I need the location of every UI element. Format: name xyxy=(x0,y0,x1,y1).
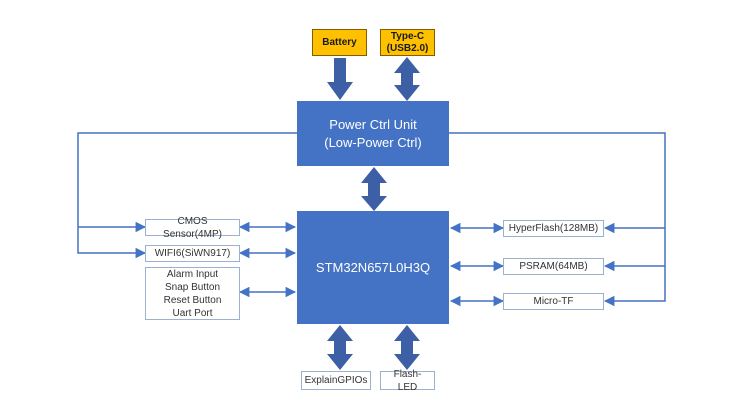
gpio-label: ExplainGPIOs xyxy=(304,375,368,386)
io-block: Alarm Input Snap Button Reset Button Uar… xyxy=(145,267,240,320)
gpio-block: ExplainGPIOs xyxy=(301,371,371,390)
microtf-label: Micro-TF xyxy=(533,296,574,307)
power-ctrl-subtitle: (Low-Power Ctrl) xyxy=(324,134,422,150)
battery-block: Battery xyxy=(312,29,367,56)
wifi-label: WIFI6(SiWN917) xyxy=(154,248,231,259)
typec-label: Type-C xyxy=(390,30,425,42)
mcu-data-links xyxy=(238,221,505,307)
battery-to-power-arrow xyxy=(327,58,353,100)
typec-power-arrow xyxy=(394,57,420,101)
mcu-label: STM32N657L0H3Q xyxy=(315,259,431,275)
power-bus-right xyxy=(449,132,666,307)
battery-label: Battery xyxy=(322,36,357,48)
flash-led-label: Flash-LED xyxy=(393,368,422,393)
io-item: Snap Button xyxy=(164,281,221,293)
typec-block: Type-C (USB2.0) xyxy=(380,29,435,56)
mcu-flashled-arrow xyxy=(394,325,420,370)
mcu-block: STM32N657L0H3Q xyxy=(297,211,449,324)
typec-sublabel: (USB2.0) xyxy=(386,42,429,54)
power-bus-left xyxy=(77,132,297,259)
io-item: Alarm Input xyxy=(166,268,219,280)
power-mcu-arrow xyxy=(361,167,387,211)
power-ctrl-unit: Power Ctrl Unit (Low-Power Ctrl) xyxy=(297,101,449,166)
cmos-sensor-label: CMOS Sensor(4MP) xyxy=(163,215,222,240)
wifi-block: WIFI6(SiWN917) xyxy=(145,245,240,262)
psram-block: PSRAM(64MB) xyxy=(503,258,604,275)
flash-led-block: Flash-LED xyxy=(380,369,435,393)
hyperflash-block: HyperFlash(128MB) xyxy=(503,220,604,237)
power-ctrl-title: Power Ctrl Unit xyxy=(329,116,417,132)
io-item: Reset Button xyxy=(163,294,222,306)
psram-label: PSRAM(64MB) xyxy=(519,261,588,272)
hyperflash-label: HyperFlash(128MB) xyxy=(508,223,599,234)
mcu-gpio-arrow xyxy=(327,325,353,370)
cmos-sensor-block: CMOS Sensor(4MP) xyxy=(145,216,240,240)
io-item: Uart Port xyxy=(172,307,213,319)
microtf-block: Micro-TF xyxy=(503,293,604,310)
